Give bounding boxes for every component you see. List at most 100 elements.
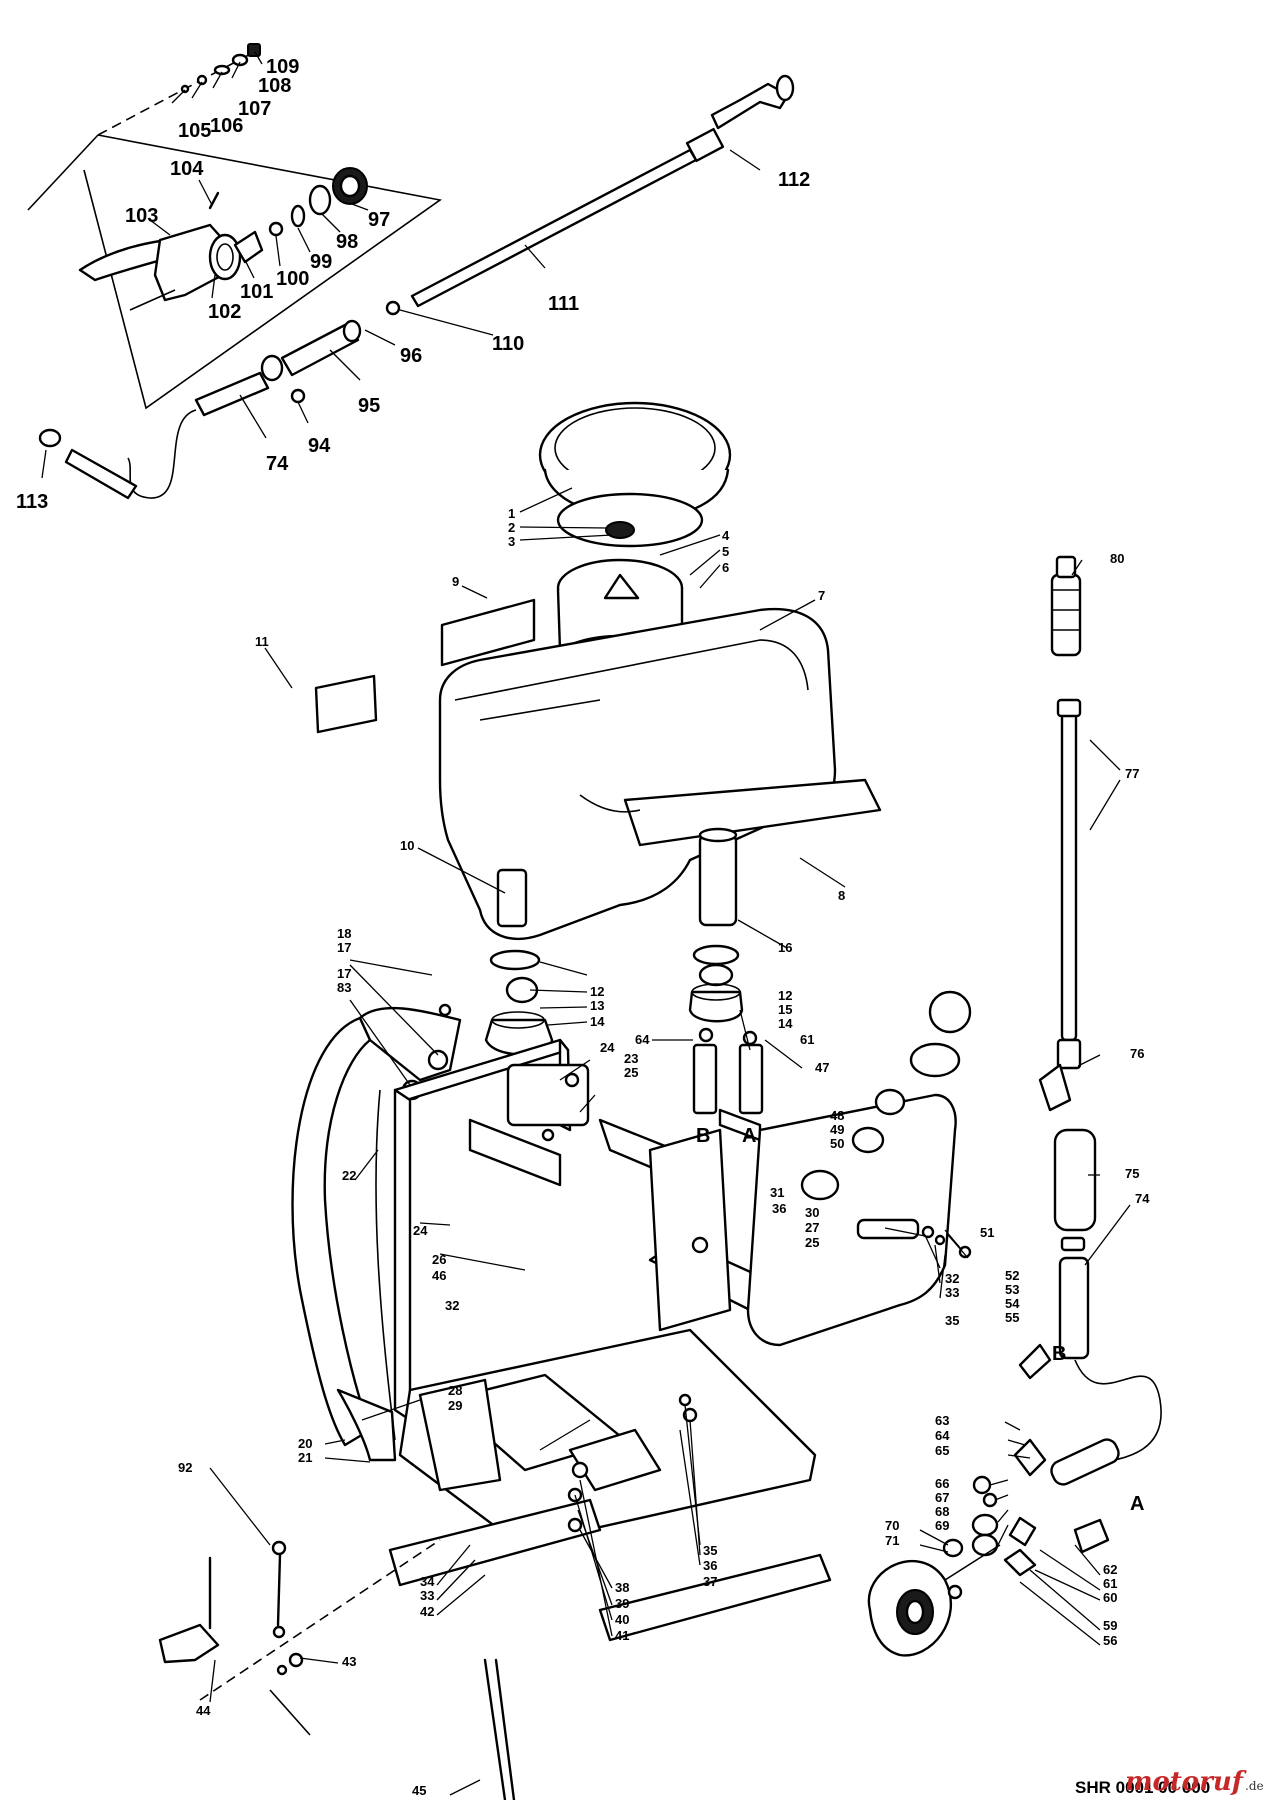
label-94: 94 [308,435,331,457]
label-7: 7 [818,588,825,603]
fittings-a-b [692,1027,764,1115]
label-8: 8 [838,888,845,903]
label-113: 113 [16,491,48,513]
label-97: 97 [368,209,390,231]
label-51: 51 [980,1225,994,1240]
label-32: 32 [445,1298,459,1313]
label-98: 98 [336,231,358,253]
label-64-top: 64 [635,1032,650,1047]
label-20: 20 [298,1436,312,1451]
label-59: 59 [1103,1618,1117,1633]
label-1: 1 [508,506,515,521]
label-17a: 17 [337,940,351,955]
label-101: 101 [240,281,273,303]
label-39: 39 [615,1596,629,1611]
hose-assembly-top [38,319,362,500]
label-104: 104 [170,158,204,180]
callout-labels: 109 108 107 106 105 104 103 102 101 100 … [16,56,1150,1798]
label-44: 44 [196,1703,211,1718]
label-70: 70 [885,1518,899,1533]
label-25: 25 [624,1065,638,1080]
label-18: 18 [337,926,351,941]
label-35: 35 [703,1543,717,1558]
label-55: 55 [1005,1310,1019,1325]
label-36-top: 36 [772,1201,786,1216]
label-96: 96 [400,345,422,367]
right-lance [1038,555,1097,1360]
label-40: 40 [615,1612,629,1627]
valve-parts-97-101 [233,167,368,264]
label-34: 34 [420,1574,435,1589]
label-49: 49 [830,1122,844,1137]
label-5: 5 [722,544,729,559]
label-16: 16 [778,940,792,955]
label-83: 83 [337,980,351,995]
watermark-suffix: .de [1245,1779,1264,1793]
label-63: 63 [935,1413,949,1428]
label-100: 100 [276,268,309,290]
label-37: 37 [703,1574,717,1589]
label-56: 56 [1103,1633,1117,1648]
decals [314,598,536,734]
label-41: 41 [615,1628,629,1643]
label-12-right: 12 [778,988,792,1003]
label-28: 28 [448,1383,462,1398]
label-24-top: 24 [600,1040,615,1055]
shoulder-straps [291,1003,462,1462]
label-4: 4 [722,528,730,543]
label-22: 22 [342,1168,356,1183]
label-9: 9 [452,574,459,589]
label-106: 106 [210,115,243,137]
label-12-left: 12 [590,984,604,999]
label-74-top: 74 [266,453,289,475]
label-47: 47 [815,1060,829,1075]
leader-lines [41,51,1131,1796]
watermark-brand: motoruf [1125,1767,1247,1797]
label-33: 33 [420,1588,434,1603]
label-15-right: 15 [778,1002,792,1017]
label-50: 50 [830,1136,844,1151]
label-52: 52 [1005,1268,1019,1283]
label-107: 107 [238,98,271,120]
label-109: 109 [266,56,299,78]
label-32-right: 32 [945,1271,959,1286]
label-27: 27 [805,1220,819,1235]
drawing-code: SHR 0001 00 000 [1075,1778,1210,1797]
left-strainer-stack [484,949,554,1056]
label-92: 92 [178,1460,192,1475]
label-21: 21 [298,1450,312,1465]
label-62: 62 [1103,1562,1117,1577]
label-43: 43 [342,1654,356,1669]
label-61-top: 61 [800,1032,814,1047]
label-76: 76 [1130,1046,1144,1061]
label-71: 71 [885,1533,899,1548]
label-11: 11 [255,634,269,649]
marker-b: B [696,1125,710,1147]
pump-lever-parts [158,1539,516,1800]
label-24-left: 24 [413,1223,428,1238]
label-61: 61 [1103,1576,1117,1591]
label-3: 3 [508,534,515,549]
label-108: 108 [258,75,291,97]
label-29: 29 [448,1398,462,1413]
main-tank [438,607,882,940]
label-14-left: 14 [590,1014,605,1029]
label-48: 48 [830,1108,844,1123]
label-110: 110 [492,333,524,355]
pump-cap-assembly [867,1343,1162,1657]
label-103: 103 [125,205,158,227]
right-strainer-stack [688,944,744,1023]
label-23: 23 [624,1051,638,1066]
label-46: 46 [432,1268,446,1283]
label-66: 66 [935,1476,949,1491]
label-30: 30 [805,1205,819,1220]
marker-b-right: B [1052,1343,1066,1365]
label-53: 53 [1005,1282,1019,1297]
label-65: 65 [935,1443,949,1458]
lance-tube [385,74,795,316]
label-67: 67 [935,1490,949,1505]
label-60: 60 [1103,1590,1117,1605]
label-80: 80 [1110,551,1124,566]
label-112: 112 [778,169,810,191]
